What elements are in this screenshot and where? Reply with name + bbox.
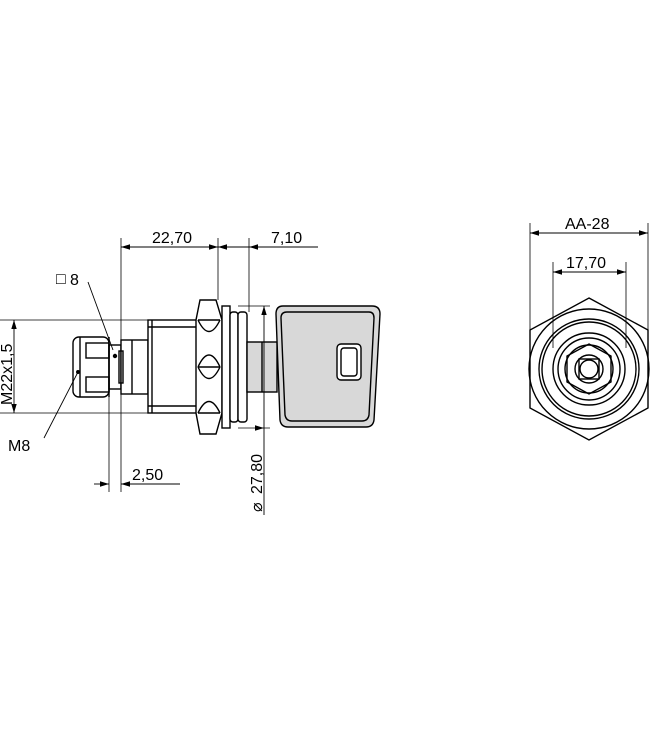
dim-key-offset: 7,10 [271,230,302,247]
side-view [0,238,381,515]
threaded-body [147,319,199,414]
flange [221,305,248,429]
dim-inner: 17,70 [566,255,606,272]
square-drive [108,339,149,395]
dim-thread: M22x1,5 [0,344,16,405]
dimension-lines [11,244,318,515]
m8-nut [72,336,110,398]
concentric-rings [528,308,650,430]
square-symbol: □ [56,271,66,288]
dim-overall-body: 22,70 [152,230,192,247]
inner-hex-nut [564,343,614,395]
dim-across-flats: AA-28 [565,216,610,233]
dim-nut-thread: M8 [8,438,30,455]
front-view-labels: AA-28 17,70 [565,216,610,272]
dim-step: 2,50 [132,467,163,484]
key-shank [246,341,278,393]
side-view-labels: 22,70 7,10 □ 8 M22x1,5 M8 2,50 ⌀ 27,80 [0,230,302,512]
front-dimension-lines [530,230,648,275]
front-extension-lines [529,223,649,348]
front-view [528,223,650,441]
dim-diameter: 27,80 [249,454,266,494]
key-bow [275,305,381,428]
diameter-symbol: ⌀ [249,502,266,512]
extension-lines [0,238,270,492]
dim-square-drive: 8 [70,272,79,289]
hex-nut-side [195,299,223,435]
